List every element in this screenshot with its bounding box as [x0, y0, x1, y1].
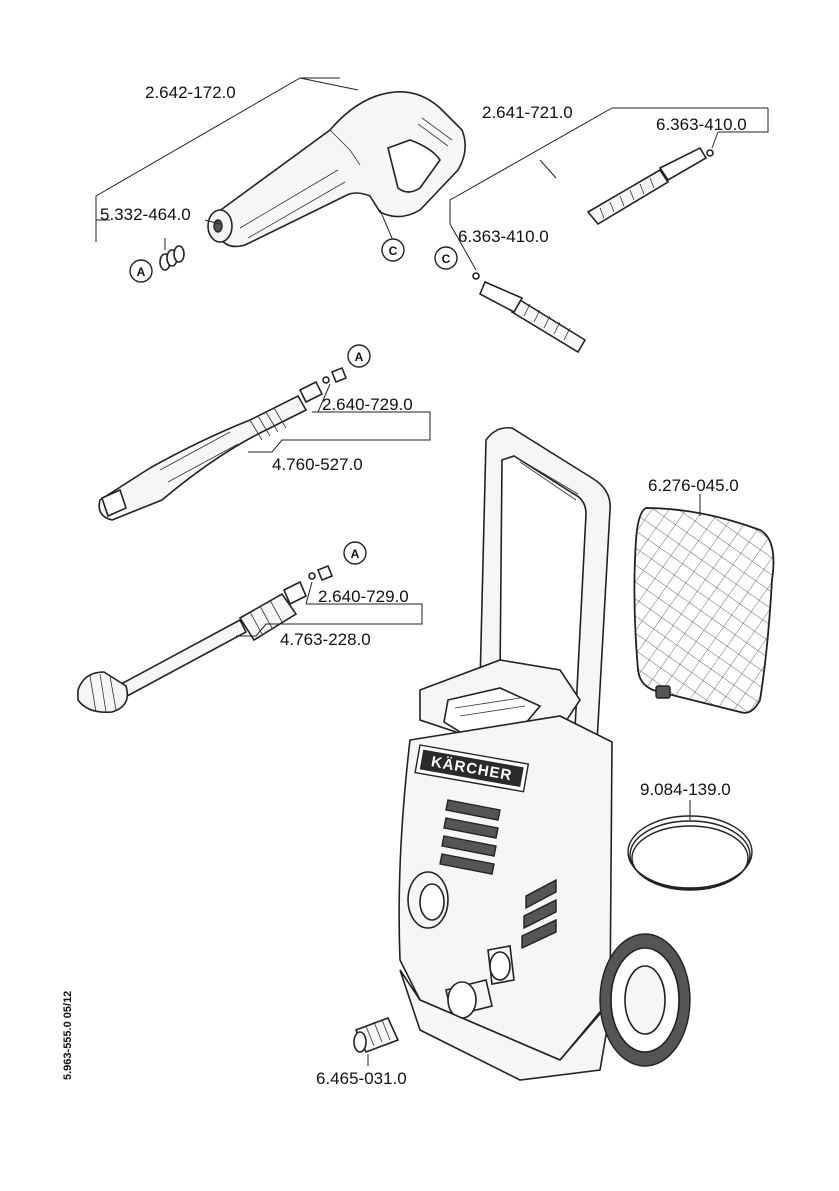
part-number-oring-hose-top: 6.363-410.0: [656, 115, 747, 134]
trigger-gun-drawing: [207, 91, 466, 248]
gun-spring-drawing: [159, 245, 185, 271]
svg-text:A: A: [351, 547, 360, 561]
vario-lance-drawing: [98, 366, 348, 521]
document-number: 5.963-555.0 05/12: [62, 990, 74, 1080]
filter-screen-drawing: [633, 507, 775, 714]
part-number-dirt-blaster-lance: 4.763-228.0: [280, 630, 371, 649]
part-number-hose: 2.641-721.0: [482, 103, 573, 122]
part-number-trigger-gun: 2.642-172.0: [145, 83, 236, 102]
callout-a-blaster: A: [343, 541, 367, 565]
part-number-oring-set: 9.084-139.0: [640, 780, 731, 799]
callout-c-hose: C: [434, 246, 458, 270]
hose-drawing: [472, 146, 714, 355]
svg-text:A: A: [137, 265, 146, 279]
part-number-vario-lance: 4.760-527.0: [272, 455, 363, 474]
dirt-blaster-drawing: [77, 564, 334, 714]
svg-text:C: C: [389, 244, 398, 258]
water-inlet-connector-drawing: [353, 1016, 400, 1054]
part-number-water-inlet-connector: 6.465-031.0: [316, 1069, 407, 1088]
part-number-gun-spring: 5.332-464.0: [100, 205, 191, 224]
part-number-filter-screen: 6.276-045.0: [648, 476, 739, 495]
oring-set-drawing: [627, 815, 753, 891]
pressure-washer-unit-drawing: KÄRCHER: [398, 426, 691, 1081]
callout-a-gun: A: [129, 259, 153, 283]
svg-text:C: C: [442, 252, 451, 266]
part-number-vario-lance-adapter: 2.640-729.0: [322, 395, 413, 414]
part-number-dirt-blaster-adapter: 2.640-729.0: [318, 587, 409, 606]
svg-text:A: A: [355, 350, 364, 364]
callout-a-vario: A: [347, 344, 371, 368]
callout-c-gun: C: [381, 238, 405, 262]
part-number-oring-hose-bottom: 6.363-410.0: [458, 227, 549, 246]
